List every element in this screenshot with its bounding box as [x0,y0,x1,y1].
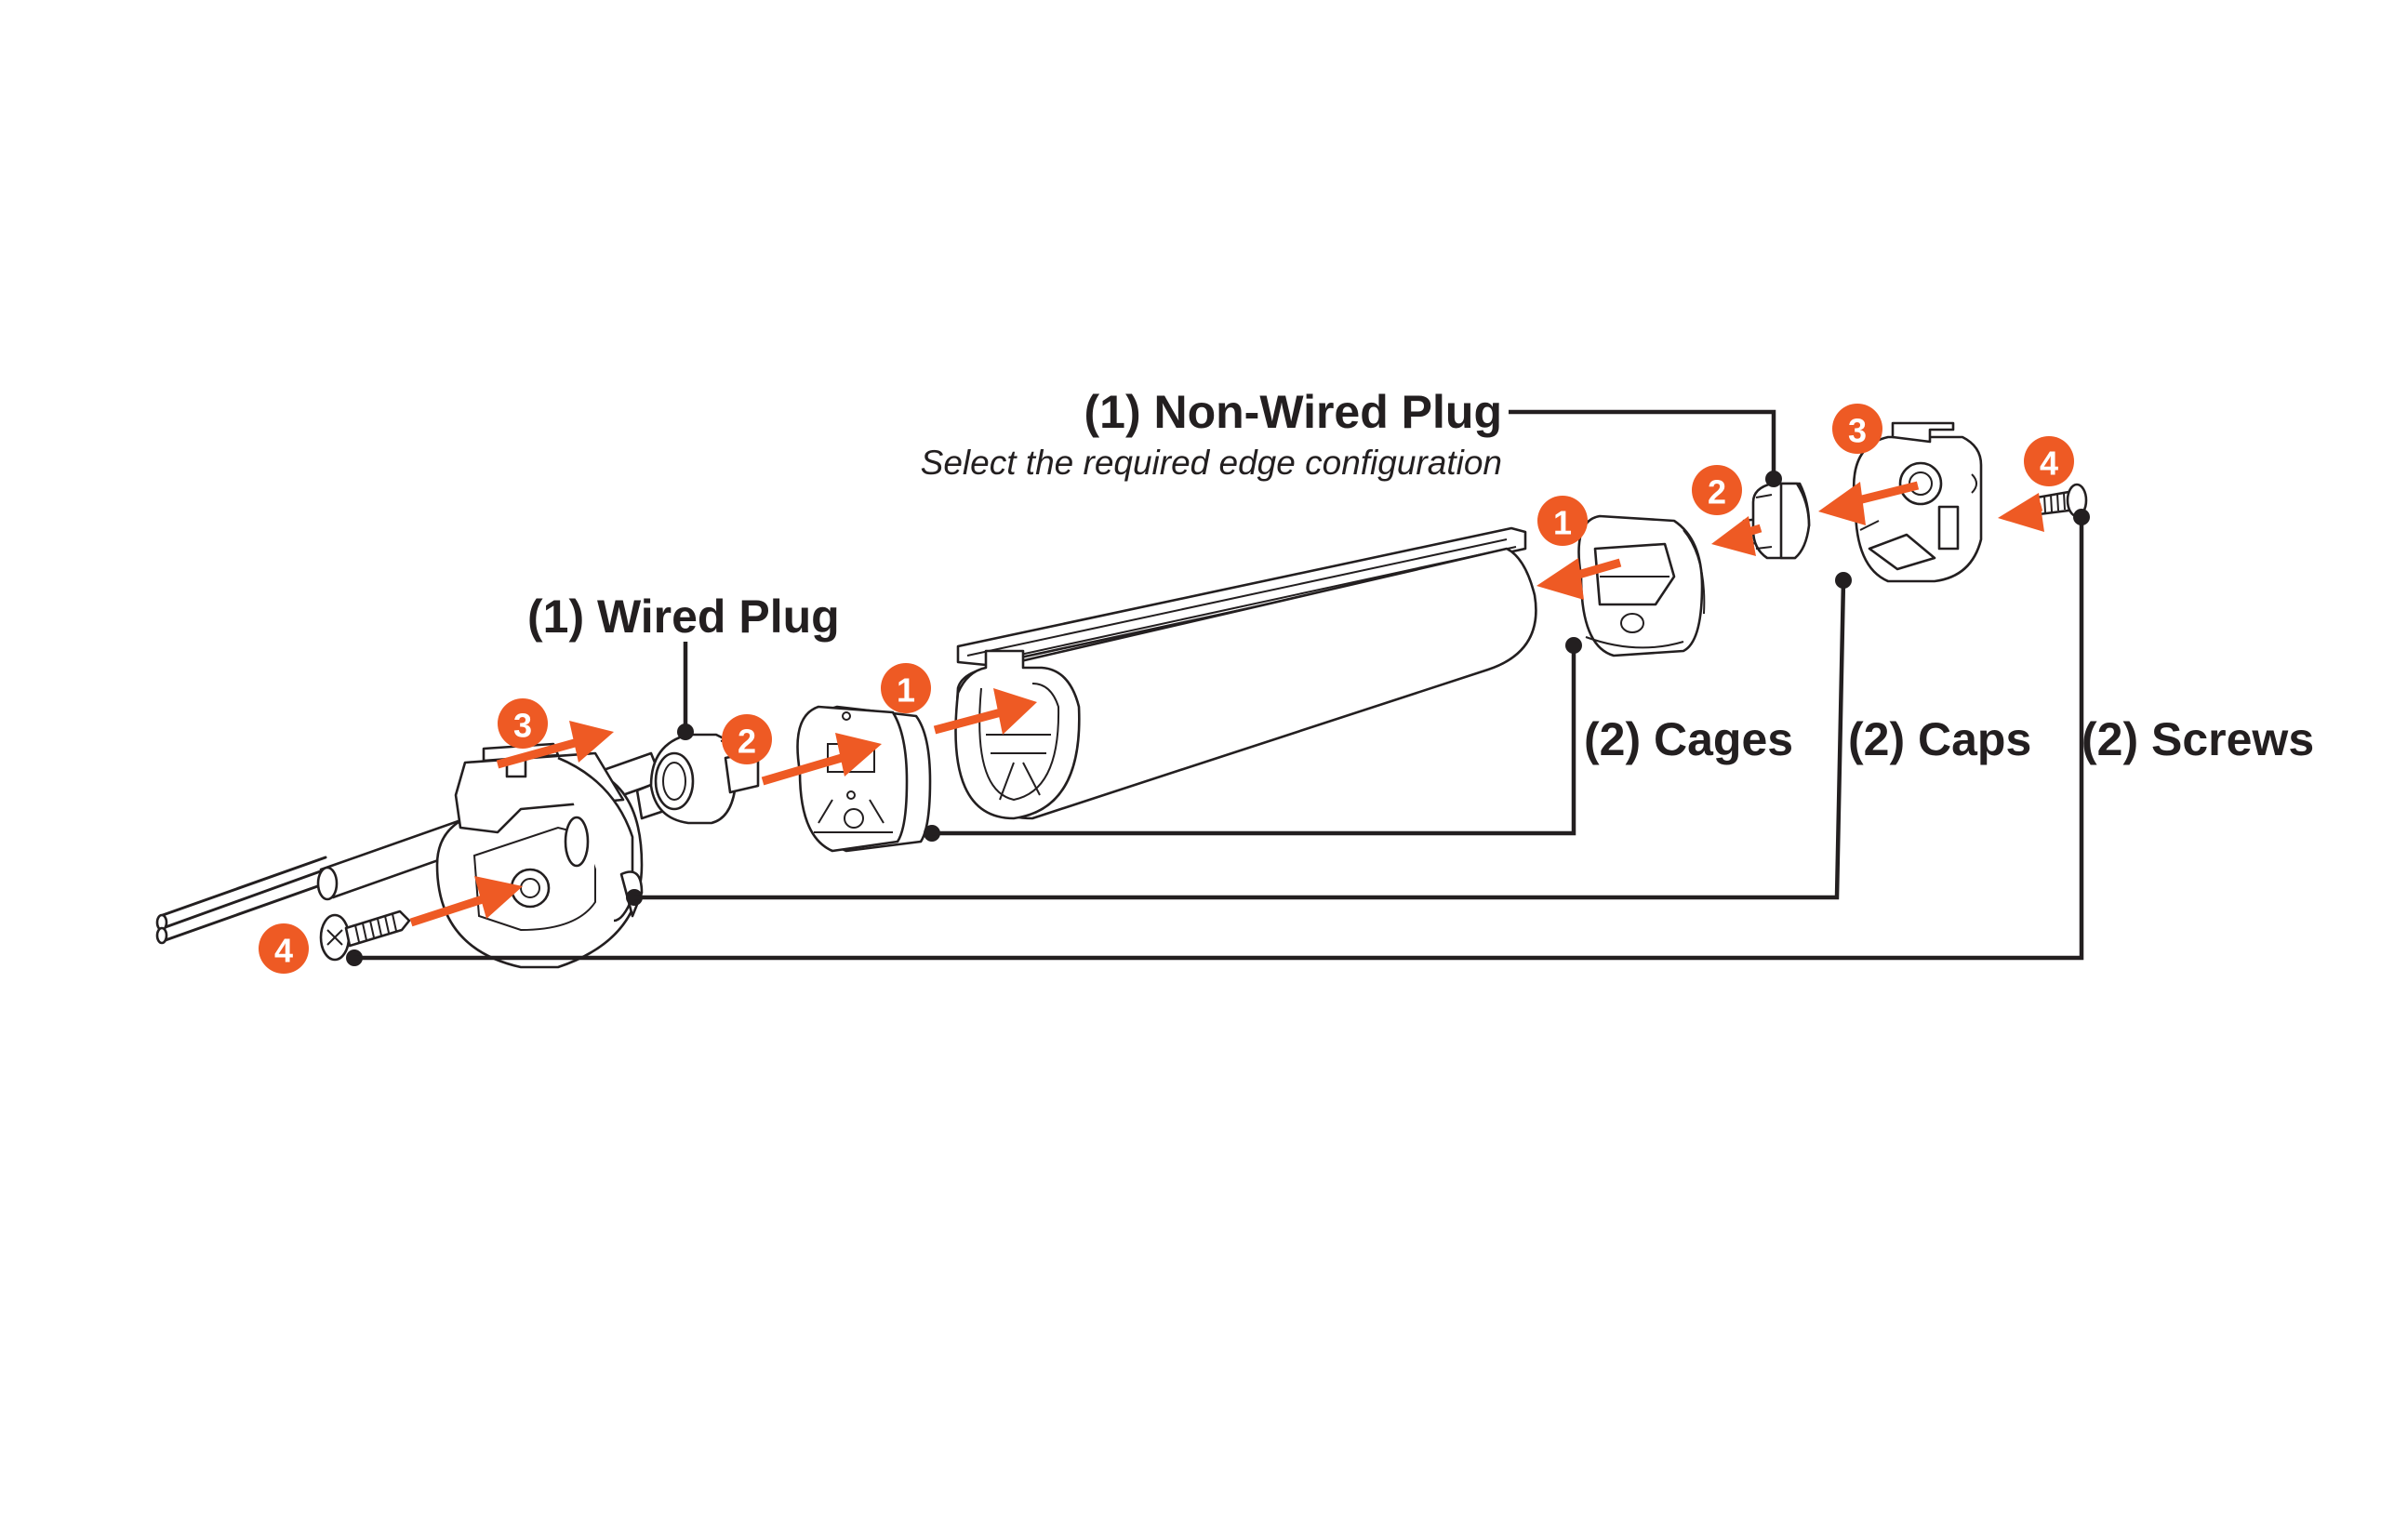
badge-number: 1 [897,671,915,710]
arrow-right-step-2 [1711,516,1762,556]
leader-non-wired-plug [1509,409,1782,487]
badge-right-step-3: 3 [1832,404,1882,454]
badge-left-step-4: 4 [259,923,309,974]
right-screw [2035,483,2088,518]
leader-screws [346,509,2090,966]
headrail-tube [954,526,1537,820]
leader-cages [924,637,1582,842]
badge-number: 1 [1553,504,1572,542]
arrow-right-step-4 [1998,493,2044,532]
label-caps: (2) Caps [1848,713,2031,765]
right-cage [1577,514,1706,657]
badge-number: 4 [274,932,293,970]
left-screw [319,909,411,962]
badge-right-step-1: 1 [1537,496,1588,546]
badge-right-step-4: 4 [2024,436,2074,486]
badge-number: 3 [1848,412,1867,450]
arrow-left-step-1 [933,688,1037,735]
badge-right-step-2: 2 [1692,465,1742,515]
label-non-wired-plug-note: Select the required edge configuration [921,444,1502,482]
badge-left-step-2: 2 [722,714,772,764]
leader-wired-plug [677,642,694,740]
label-screws: (2) Screws [2082,713,2314,765]
badge-left-step-3: 3 [498,698,548,749]
arrow-right-step-3 [1818,481,1920,525]
arrow-left-step-3 [496,721,614,769]
label-cages: (2) Cages [1584,713,1793,765]
badge-number: 2 [738,723,756,761]
badge-number: 3 [513,707,532,745]
badge-number: 4 [2040,445,2058,483]
badge-left-step-1: 1 [881,663,931,713]
right-cap [1852,421,1983,583]
badge-number: 2 [1708,473,1726,511]
arrow-left-step-2 [761,733,882,786]
label-wired-plug: (1) Wired Plug [527,591,840,643]
left-cap [435,742,644,969]
left-cage [796,705,932,853]
arrow-right-step-1 [1536,558,1622,600]
arrow-left-step-4 [409,876,523,927]
leader-caps [626,572,1852,906]
label-non-wired-plug: (1) Non-Wired Plug [1084,386,1502,438]
